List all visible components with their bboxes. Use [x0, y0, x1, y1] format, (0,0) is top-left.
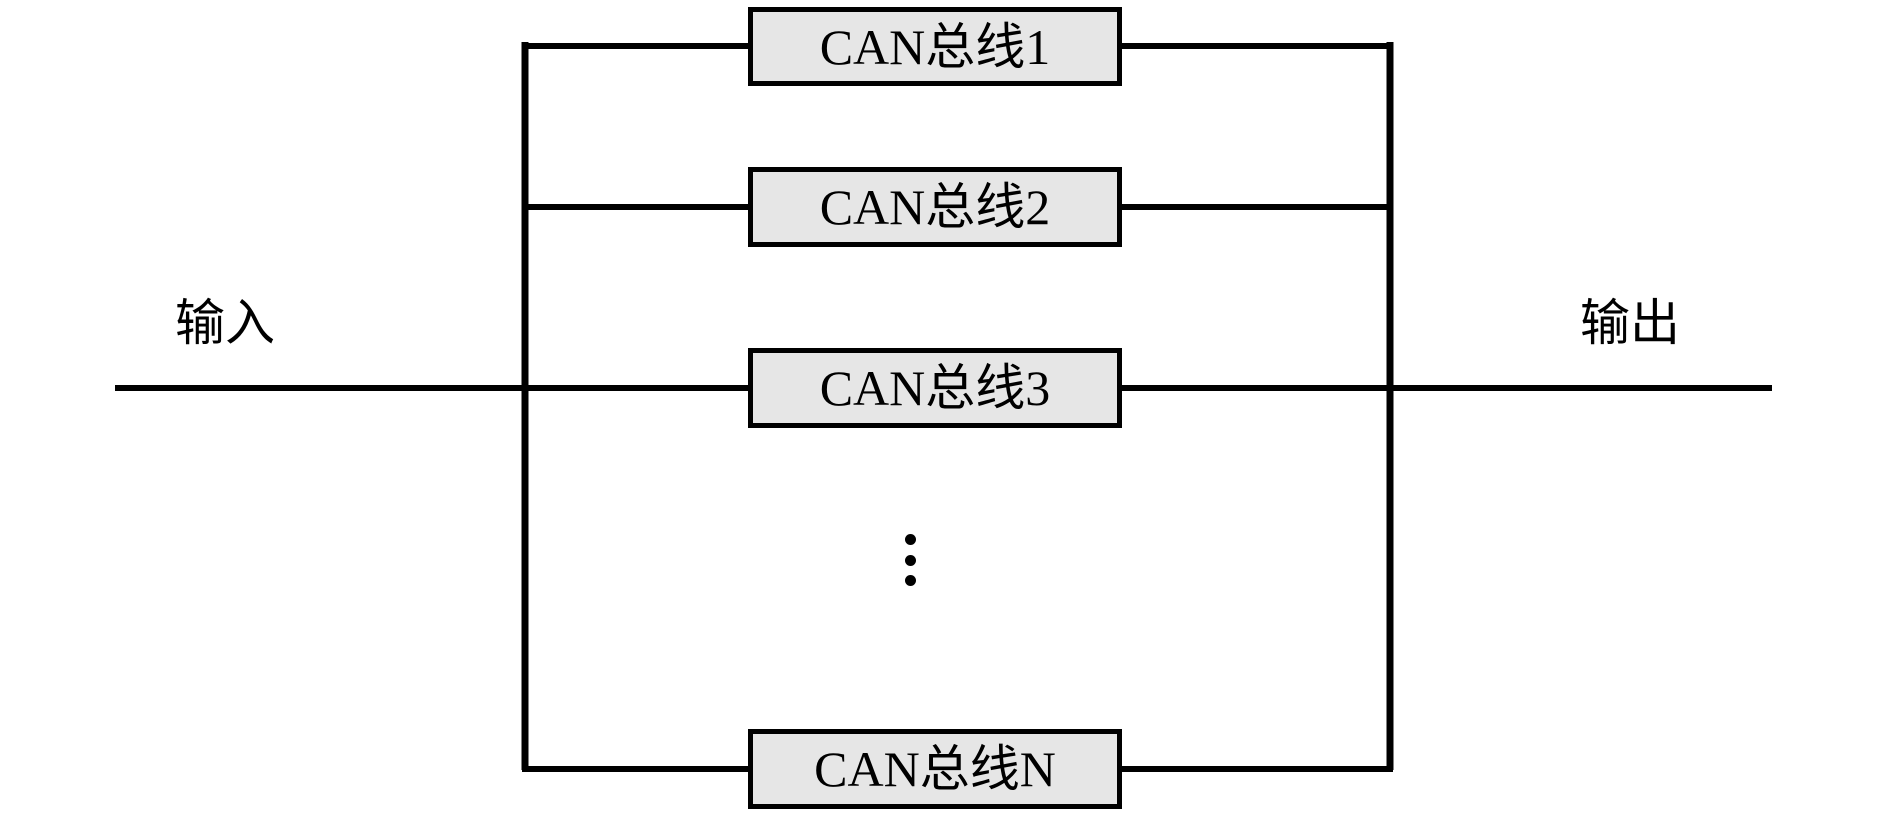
- node-box-can-bus-n[interactable]: CAN总线N: [748, 729, 1122, 809]
- ellipsis-dot: [904, 575, 916, 586]
- node-label-can-bus-1: CAN总线1: [819, 18, 1051, 75]
- input-label: 输入: [175, 295, 275, 351]
- ellipsis-dot: [904, 554, 916, 566]
- node-label-can-bus-n: CAN总线N: [814, 741, 1056, 797]
- node-box-can-bus-3[interactable]: CAN总线3: [748, 348, 1122, 428]
- node-box-can-bus-2[interactable]: CAN总线2: [748, 167, 1122, 247]
- ellipsis-dot: [904, 534, 916, 545]
- node-label-can-bus-2: CAN总线2: [819, 179, 1051, 235]
- output-label: 输出: [1580, 295, 1680, 351]
- vertical-ellipsis-icon: [904, 534, 916, 586]
- node-box-can-bus-1[interactable]: CAN总线1: [748, 7, 1122, 86]
- node-label-can-bus-3: CAN总线3: [819, 360, 1051, 416]
